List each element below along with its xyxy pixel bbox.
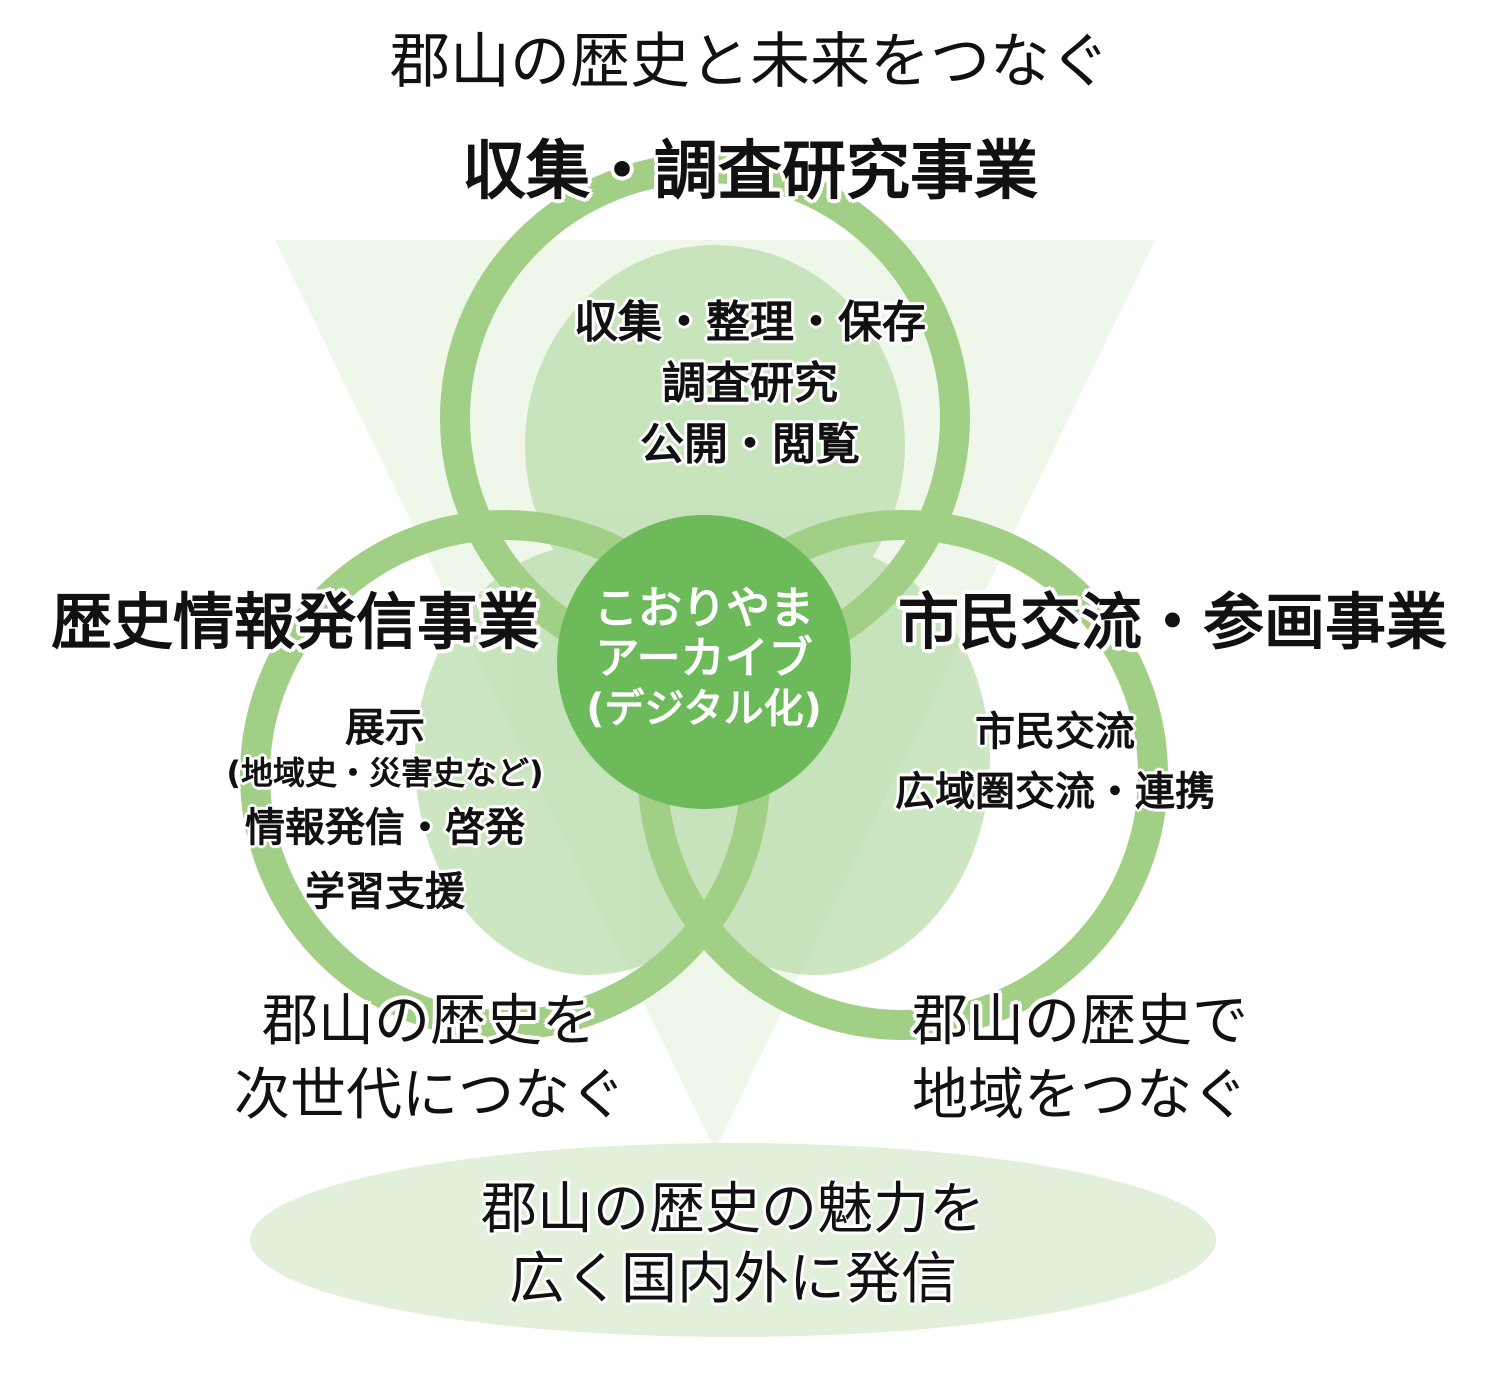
slogan-line: 郡山の歴史の魅力を: [481, 1177, 985, 1242]
bottom-left-slogan: 郡山の歴史を 次世代につなぐ: [170, 985, 690, 1133]
slogan-line: 郡山の歴史で: [912, 989, 1248, 1054]
right-item: 広域圏交流・連携: [895, 769, 1215, 815]
bottom-ellipse: [250, 1143, 1216, 1337]
center-line: こおりやま: [594, 583, 814, 634]
top-heading: 収集・調査研究事業: [462, 135, 1038, 209]
top-item: 公開・閲覧: [640, 419, 860, 470]
bottom-slogan: 郡山の歴史の魅力を 広く国内外に発信: [383, 1175, 1083, 1315]
left-item: 展示: [345, 705, 425, 751]
center-line: アーカイブ: [595, 633, 813, 684]
left-heading: 歴史情報発信事業: [50, 587, 539, 658]
slogan-line: 次世代につなぐ: [234, 1063, 626, 1128]
right-items: 市民交流 広域圏交流・連携: [840, 702, 1270, 822]
slogan-line: 地域をつなぐ: [912, 1063, 1248, 1128]
top-item: 調査研究: [662, 358, 838, 409]
center-disk: [557, 515, 851, 809]
left-item-note: (地域史・災害史など): [226, 754, 544, 792]
right-item: 市民交流: [975, 709, 1135, 755]
center-label: こおりやま アーカイブ (デジタル化): [564, 584, 844, 734]
slogan-line: 郡山の歴史を: [262, 989, 598, 1054]
right-heading: 市民交流・参画事業: [897, 587, 1447, 658]
top-items: 収集・整理・保存 調査研究 公開・閲覧: [500, 292, 1000, 475]
top-slogan: 郡山の歴史と未来をつなぐ: [390, 27, 1110, 97]
slogan-line: 広く国内外に発信: [509, 1247, 957, 1312]
top-item: 収集・整理・保存: [574, 297, 926, 348]
center-line: (デジタル化): [586, 686, 822, 732]
left-item: 学習支援: [305, 869, 465, 915]
bottom-right-slogan: 郡山の歴史で 地域をつなぐ: [820, 985, 1340, 1133]
left-item: 情報発信・啓発: [245, 805, 525, 851]
left-items: 展示 (地域史・災害史など) 情報発信・啓発 学習支援: [180, 700, 590, 924]
